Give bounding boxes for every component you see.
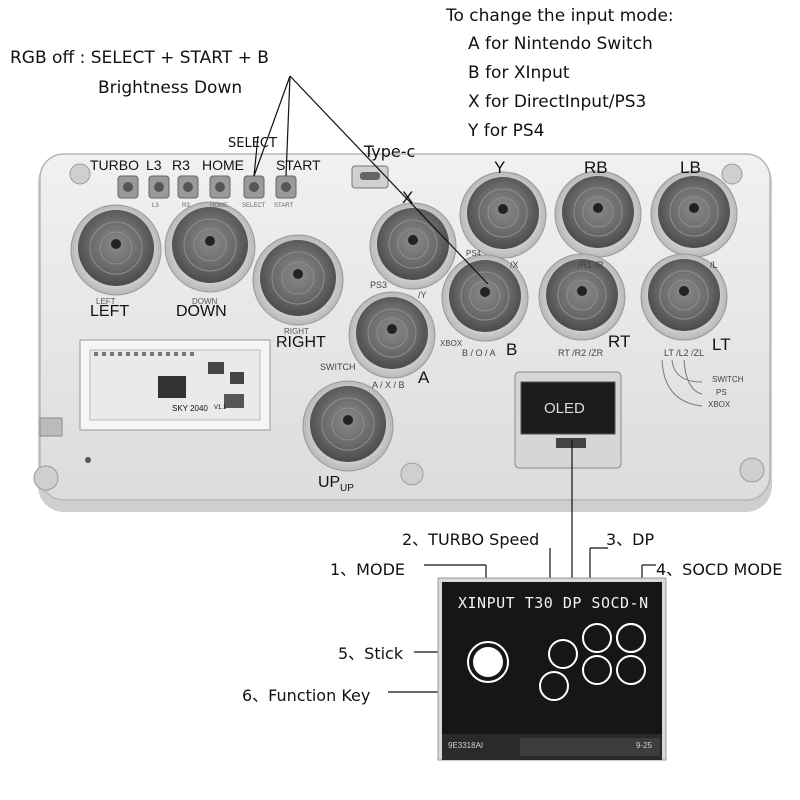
- small-l3-print: L3: [152, 203, 159, 209]
- start-label: START: [276, 157, 321, 173]
- turbo-label: TURBO: [90, 157, 139, 173]
- pcb-name: SKY 2040: [172, 404, 208, 413]
- b-label: B: [506, 340, 518, 359]
- button-left: [70, 204, 162, 296]
- y-label: Y: [494, 158, 506, 177]
- rt-label: RT: [608, 332, 631, 351]
- button-up: [302, 380, 394, 472]
- r3-label: R3: [172, 157, 190, 173]
- right-small-label: RIGHT: [284, 327, 309, 336]
- button-lt: [640, 253, 728, 341]
- oled-housing: [514, 371, 622, 469]
- l3-label: L3: [146, 157, 162, 173]
- left-small-label: LEFT: [96, 297, 116, 306]
- mode-ps-label: PS: [716, 388, 727, 397]
- down-label: DOWN: [176, 303, 227, 320]
- y-sub-label: PS4: [466, 249, 482, 258]
- small-start-print: START: [274, 203, 294, 209]
- a-label: A: [418, 368, 430, 387]
- input-mode-y: Y for PS4: [468, 121, 545, 141]
- rb-label: RB: [584, 158, 608, 177]
- callout-mode: 1、MODE: [330, 560, 406, 579]
- b-sub-label: B / O / A: [462, 348, 496, 358]
- button-right: [252, 234, 344, 326]
- right-label: RIGHT: [276, 334, 326, 351]
- pcb-version: V1.1: [214, 405, 227, 411]
- small-select-print: SELECT: [242, 203, 266, 209]
- button-y: [459, 171, 547, 259]
- input-mode-title: To change the input mode:: [446, 6, 674, 26]
- select-label: SELECT: [228, 136, 277, 151]
- b-xbox-label: XBOX: [440, 339, 463, 348]
- oled-module: [437, 577, 667, 761]
- type-c-label: Type-c: [364, 142, 416, 161]
- input-mode-b: B for XInput: [468, 63, 570, 83]
- callout-turbo-speed: 2、TURBO Speed: [402, 530, 540, 549]
- x-label: X: [402, 188, 414, 207]
- callout-stick: 5、Stick: [338, 644, 404, 663]
- y-sub2-label: /X: [510, 260, 519, 270]
- pcb-module: [39, 339, 271, 437]
- lb-label: LB: [680, 158, 701, 177]
- x-sub2-label: /Y: [418, 290, 427, 300]
- rb-sub-label: /R1 /R: [578, 260, 604, 270]
- down-small-label: DOWN: [192, 297, 218, 306]
- button-down: [164, 201, 256, 293]
- small-buttons-tops: [123, 182, 291, 192]
- callout-function-key: 6、Function Key: [242, 686, 371, 705]
- a-switch-label: SWITCH: [320, 362, 356, 372]
- button-lb: [650, 170, 738, 258]
- button-a: [348, 291, 436, 379]
- x-sub-label: PS3: [370, 280, 388, 290]
- callout-dp: 3、DP: [606, 530, 655, 549]
- input-mode-a: A for Nintendo Switch: [468, 34, 653, 54]
- rgb-off-note: RGB off : SELECT + START + B: [10, 48, 269, 68]
- home-label: HOME: [202, 157, 244, 173]
- brightness-down-note: Brightness Down: [98, 78, 243, 98]
- callout-socd-mode: 4、SOCD MODE: [656, 560, 783, 579]
- left-label: LEFT: [90, 303, 130, 320]
- button-x: [369, 202, 457, 290]
- lt-sub-label: LT /L2 /ZL: [664, 348, 705, 358]
- up-label: UP: [318, 474, 341, 491]
- small-home-print: HOME: [210, 203, 228, 209]
- mode-arcs: [661, 359, 703, 407]
- button-rt: [538, 253, 626, 341]
- oled-status-line: XINPUT T30 DP SOCD-N: [458, 594, 649, 612]
- rt-sub-label: RT /R2 /ZR: [558, 348, 604, 358]
- oled-module-date: 9-25: [636, 741, 653, 750]
- button-b: [441, 254, 529, 342]
- arcade-buttons: [70, 170, 738, 472]
- mode-switch-label: SWITCH: [712, 375, 744, 384]
- button-rb: [554, 170, 642, 258]
- oled-label: OLED: [544, 400, 585, 417]
- input-mode-x: X for DirectInput/PS3: [468, 92, 647, 112]
- lt-label: LT: [712, 335, 731, 354]
- a-sub-label: A / X / B: [372, 380, 405, 390]
- mode-xbox-label: XBOX: [708, 400, 731, 409]
- oled-module-code: 9E3318AI: [448, 741, 484, 750]
- lb-sub-label: /L: [710, 260, 718, 270]
- up-sub-label: UP: [340, 483, 354, 494]
- small-r3-print: R3: [182, 203, 190, 209]
- leader-lines: [253, 75, 656, 693]
